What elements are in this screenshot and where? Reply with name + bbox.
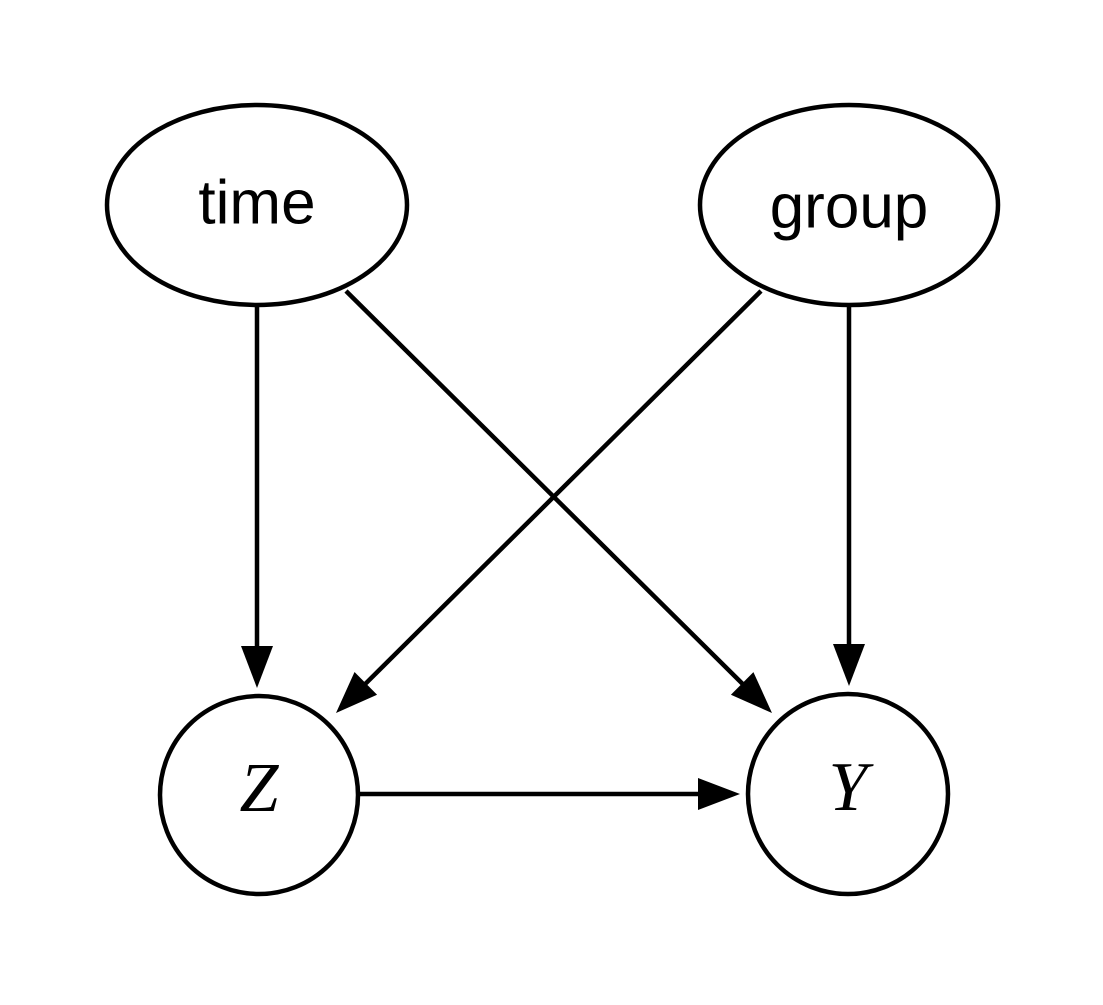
node-Z-label: Z <box>240 750 280 827</box>
node-Z-circle <box>157 693 361 897</box>
edge-group-to-Y-arrowhead <box>833 644 865 686</box>
node-Y[interactable]: Y <box>745 691 951 897</box>
edge-time-to-Y[interactable] <box>344 289 772 713</box>
node-group-label: group <box>770 172 929 241</box>
node-group[interactable]: group <box>697 102 1001 308</box>
edge-Z-to-Y-arrowhead <box>698 778 740 810</box>
edge-Z-to-Y[interactable] <box>358 778 740 810</box>
node-time-label: time <box>198 168 315 237</box>
edge-time-to-Y-arrowhead <box>730 672 772 713</box>
edge-time-to-Z-arrowhead <box>241 646 273 688</box>
edge-group-to-Y[interactable] <box>833 305 865 686</box>
node-Z[interactable]: Z <box>157 693 361 897</box>
edge-time-to-Z[interactable] <box>241 305 273 688</box>
node-layer: time group Z Y <box>104 102 1001 897</box>
edge-time-to-Y-line <box>344 289 746 687</box>
node-time-ellipse <box>104 102 410 308</box>
edge-group-to-Z-line <box>362 289 763 687</box>
node-time[interactable]: time <box>104 102 410 308</box>
edge-layer <box>241 289 865 810</box>
edge-group-to-Z-arrowhead <box>336 672 378 713</box>
node-Y-label: Y <box>829 749 875 826</box>
node-group-ellipse <box>697 102 1001 308</box>
node-Y-circle <box>745 691 951 897</box>
edge-group-to-Z[interactable] <box>336 289 763 713</box>
